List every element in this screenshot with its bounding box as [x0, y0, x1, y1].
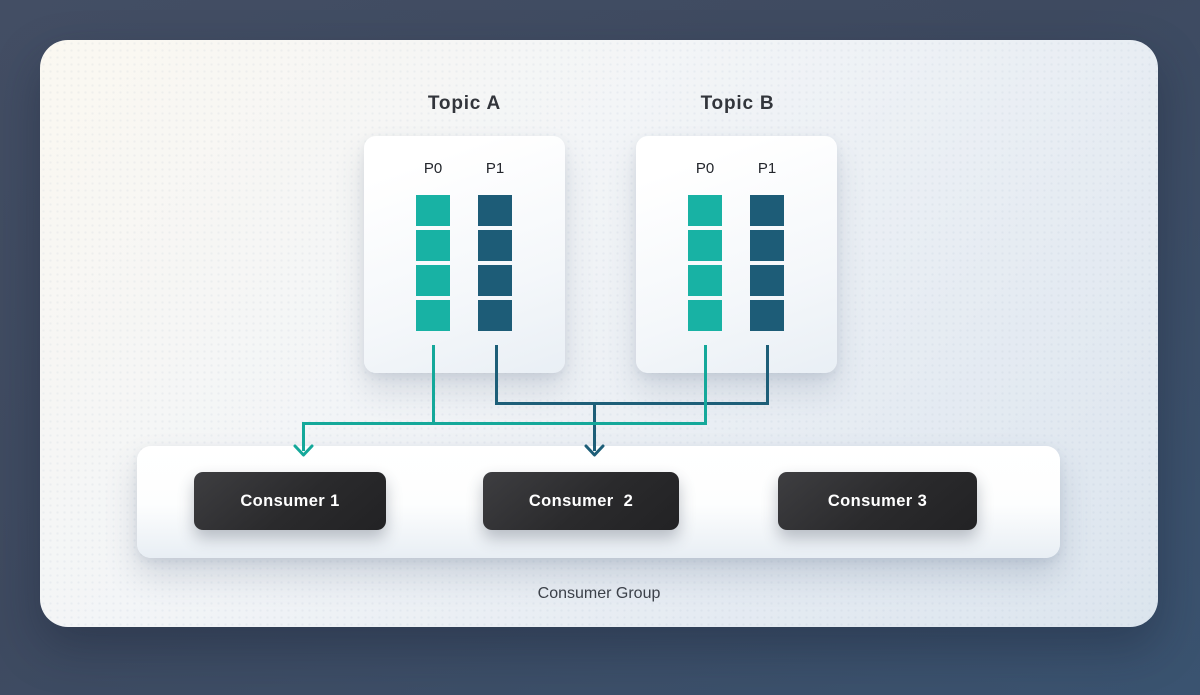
message-cell [750, 265, 784, 296]
consumer-group-label: Consumer Group [537, 585, 661, 602]
topic-b-partition0-column [688, 195, 722, 331]
topic-a-title: Topic A [427, 93, 502, 114]
message-cell [416, 265, 450, 296]
topic-b-partition1-label: P1 [757, 160, 777, 177]
message-cell [688, 195, 722, 226]
topic-a-partition1-label: P1 [485, 160, 505, 177]
topic-a-partition0-label: P0 [423, 160, 443, 177]
consumer-3-box: Consumer 3 [778, 472, 977, 530]
message-cell [416, 300, 450, 331]
topic-a-partition1-column [478, 195, 512, 331]
message-cell [478, 230, 512, 261]
topic-b-partition0-label: P0 [695, 160, 715, 177]
message-cell [688, 265, 722, 296]
message-cell [750, 195, 784, 226]
message-cell [416, 230, 450, 261]
message-cell [478, 265, 512, 296]
message-cell [416, 195, 450, 226]
message-cell [478, 300, 512, 331]
topic-b-title: Topic B [700, 93, 775, 114]
message-cell [750, 230, 784, 261]
topic-a-card: P0 P1 [364, 136, 565, 373]
message-cell [688, 230, 722, 261]
topic-b-partition1-column [750, 195, 784, 331]
message-cell [750, 300, 784, 331]
topic-b-card: P0 P1 [636, 136, 837, 373]
message-cell [688, 300, 722, 331]
consumer-1-box: Consumer 1 [194, 472, 386, 530]
message-cell [478, 195, 512, 226]
consumer-2-box: Consumer 2 [483, 472, 679, 530]
topic-a-partition0-column [416, 195, 450, 331]
